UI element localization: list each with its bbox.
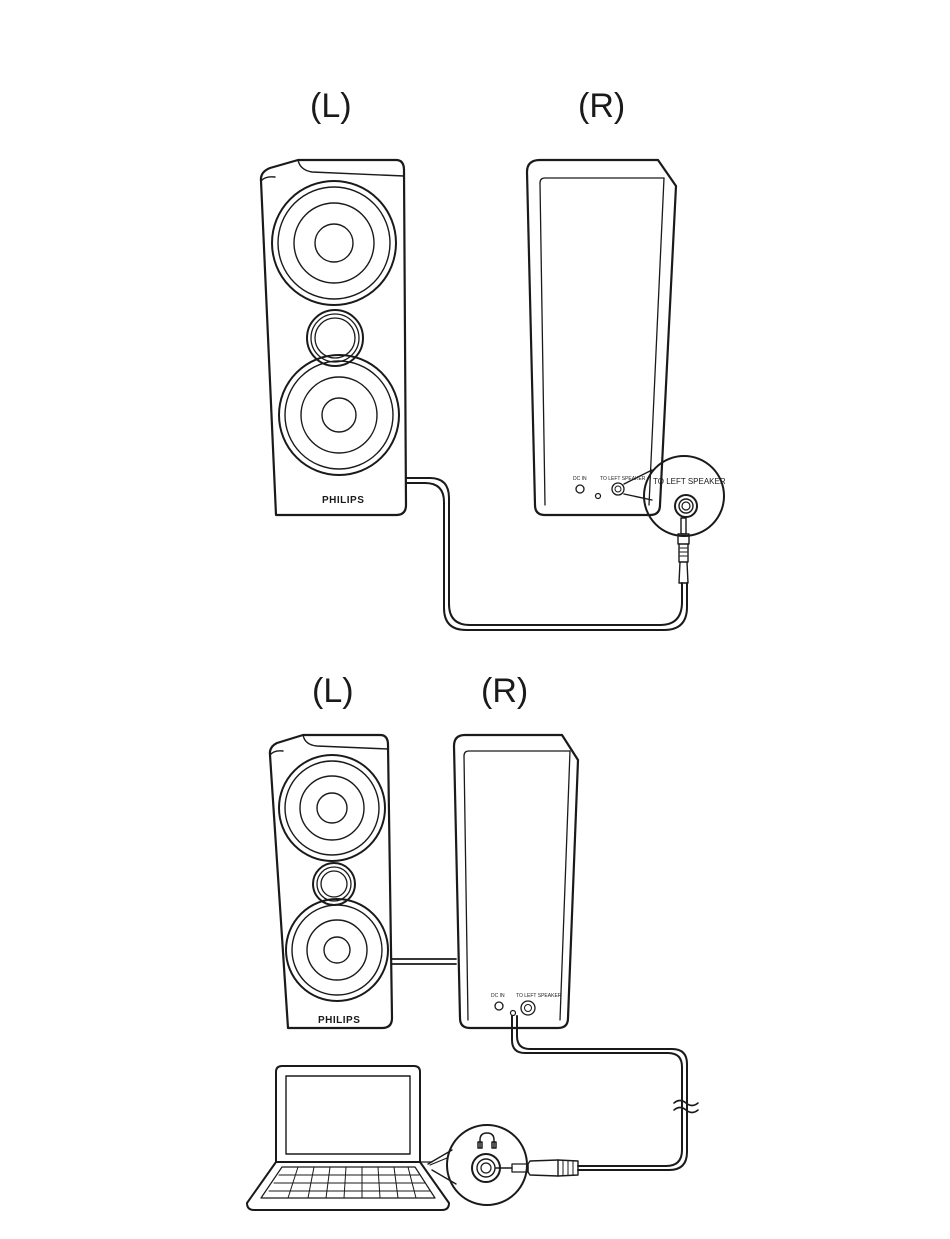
bottom-port-dc-in: [495, 1002, 503, 1010]
laptop-base: [247, 1162, 449, 1210]
bottom-right-speaker: DC IN TO LEFT SPEAKER: [454, 735, 578, 1028]
bottom-left-label: (L): [312, 672, 354, 710]
top-left-woofer-upper: [272, 181, 396, 305]
top-port-dc-in-label: DC IN: [573, 476, 587, 482]
laptop-screen: [276, 1066, 420, 1162]
bottom-left-brand: PHILIPS: [318, 1015, 360, 1026]
laptop: [247, 1066, 449, 1210]
top-left-label: (L): [310, 87, 352, 125]
bottom-port-to-left: [521, 1001, 535, 1015]
bottom-audio-cable: [496, 1016, 698, 1176]
bottom-diagram: (L) (R) PHILIPS DC I: [247, 672, 698, 1210]
top-left-woofer-lower: [279, 355, 399, 475]
bottom-port-dc-in-label: DC IN: [491, 993, 505, 999]
bottom-left-woofer-lower: [286, 899, 388, 1001]
bottom-left-woofer-upper: [279, 755, 385, 861]
bottom-right-label: (R): [481, 672, 528, 710]
bottom-left-speaker: PHILIPS: [270, 735, 392, 1028]
top-callout-label: TO LEFT SPEAKER: [653, 477, 726, 486]
top-diagram: (L) (R) PHILIPS: [261, 87, 726, 630]
headphone-icon: [478, 1133, 496, 1148]
top-left-speaker: PHILIPS: [261, 160, 406, 515]
top-right-label: (R): [578, 87, 625, 125]
top-port-to-left: [612, 483, 624, 495]
top-left-brand: PHILIPS: [322, 495, 364, 506]
top-callout: TO LEFT SPEAKER: [624, 456, 726, 536]
top-audio-cable: [406, 478, 689, 630]
top-right-speaker: DC IN TO LEFT SPEAKER: [527, 160, 676, 515]
bottom-link-cable: [392, 959, 456, 964]
bottom-port-to-left-label: TO LEFT SPEAKER: [516, 993, 562, 999]
top-port-dc-in: [576, 485, 584, 493]
